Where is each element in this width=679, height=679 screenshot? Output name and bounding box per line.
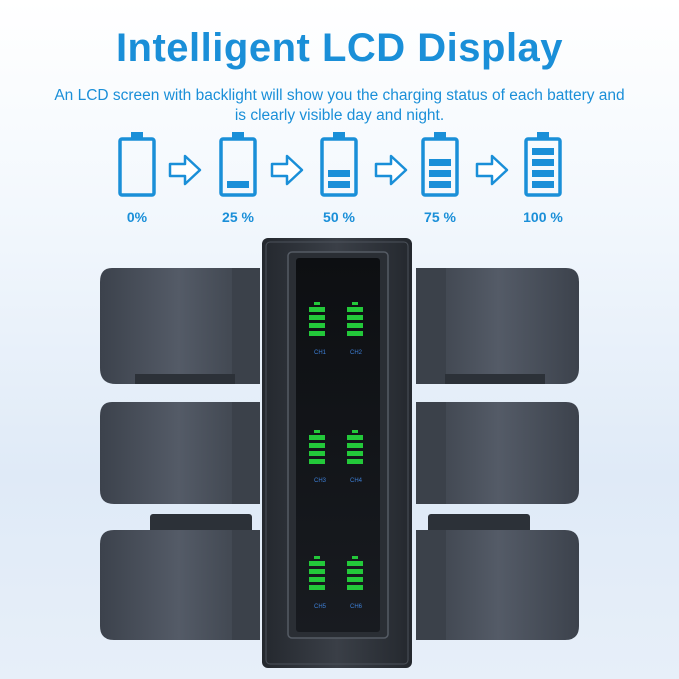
channel-label: CH6: [350, 604, 363, 610]
lcd-battery-tip: [314, 556, 320, 559]
battery-full-icon: [524, 132, 562, 197]
lcd-battery-tip: [352, 430, 358, 433]
channel-label: CH3: [314, 478, 327, 484]
arrow-right-icon: [270, 154, 304, 186]
lcd-charge-bar: [309, 569, 325, 574]
channel-label: CH2: [350, 350, 363, 356]
lcd-charge-bar: [347, 459, 363, 464]
lcd-charge-bar: [309, 435, 325, 440]
lcd-battery-tip: [352, 556, 358, 559]
level-label: 75 %: [424, 209, 456, 225]
level-75: 75 %: [405, 130, 475, 225]
lcd-charge-bar: [347, 315, 363, 320]
battery-slot-right-3: [416, 514, 579, 640]
level-50: 50 %: [304, 130, 374, 225]
arrow-right-icon: [374, 154, 408, 186]
lcd-charge-bar: [347, 443, 363, 448]
level-0: 0%: [102, 130, 172, 225]
channel-indicator-1: [309, 302, 325, 336]
level-label: 100 %: [523, 209, 563, 225]
lcd-charge-bar: [309, 561, 325, 566]
lcd-charge-bar: [347, 331, 363, 336]
lcd-battery-tip: [314, 430, 320, 433]
lcd-charge-bar: [347, 561, 363, 566]
subtitle-line-1: An LCD screen with backlight will show y…: [54, 87, 625, 104]
charge-level-legend: 0% 25 % 50 % 75 %: [0, 130, 679, 230]
level-100: 100 %: [508, 130, 578, 225]
lcd-charge-bar: [347, 323, 363, 328]
lcd-charge-bar: [309, 443, 325, 448]
lcd-charge-bar: [309, 577, 325, 582]
arrow-right-icon: [168, 154, 202, 186]
level-label: 25 %: [222, 209, 254, 225]
channel-indicator-6: [347, 556, 363, 590]
lcd-charge-bar: [347, 585, 363, 590]
channel-indicator-2: [347, 302, 363, 336]
lcd-battery-tip: [352, 302, 358, 305]
lcd-charge-bar: [347, 451, 363, 456]
arrow-right-icon: [475, 154, 509, 186]
page-subtitle: An LCD screen with backlight will show y…: [10, 86, 669, 126]
page-title: Intelligent LCD Display: [115, 26, 564, 70]
lcd-charge-bar: [309, 323, 325, 328]
lcd-charge-bar: [309, 459, 325, 464]
channel-label: CH5: [314, 604, 327, 610]
battery-half-icon: [320, 132, 358, 197]
lcd-charge-bar: [309, 585, 325, 590]
lcd-screen: [296, 258, 380, 632]
battery-quarter-icon: [219, 132, 257, 197]
battery-slot-left-2: [100, 402, 260, 504]
lcd-charge-bar: [347, 307, 363, 312]
lcd-charge-bar: [347, 569, 363, 574]
lcd-charge-bar: [347, 577, 363, 582]
lcd-charge-bar: [309, 307, 325, 312]
lcd-channel-indicators: [309, 302, 363, 590]
level-25: 25 %: [203, 130, 273, 225]
battery-slot-left-1: [100, 268, 260, 384]
battery-slot-right-2: [416, 402, 579, 504]
battery-slot-left-3: [100, 514, 260, 640]
lcd-charge-bar: [309, 451, 325, 456]
channel-label: CH4: [350, 478, 363, 484]
lcd-charge-bar: [309, 331, 325, 336]
channel-indicator-5: [309, 556, 325, 590]
lcd-battery-tip: [314, 302, 320, 305]
level-label: 50 %: [323, 209, 355, 225]
subtitle-line-2: is clearly visible day and night.: [234, 107, 445, 124]
lcd-charge-bar: [309, 315, 325, 320]
channel-label: CH1: [314, 350, 327, 356]
battery-empty-icon: [118, 132, 156, 197]
battery-slot-right-1: [416, 268, 579, 384]
level-label: 0%: [126, 209, 148, 225]
lcd-charge-bar: [347, 435, 363, 440]
channel-indicator-3: [309, 430, 325, 464]
channel-indicator-4: [347, 430, 363, 464]
battery-three-quarter-icon: [421, 132, 459, 197]
charger-hub: [262, 238, 412, 668]
